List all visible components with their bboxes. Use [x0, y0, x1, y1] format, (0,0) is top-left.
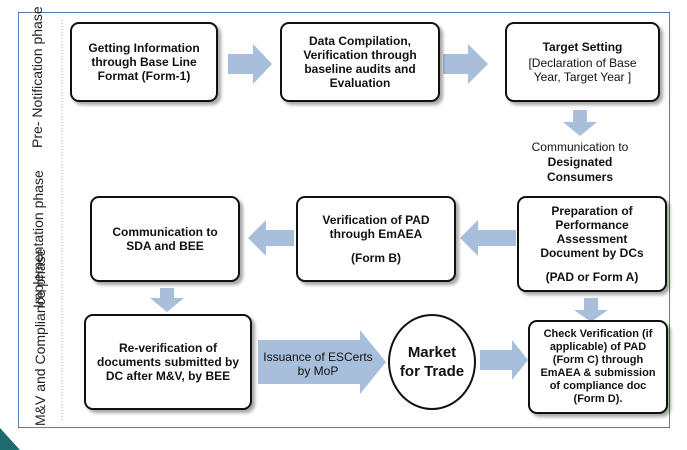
arrow-right-2: [443, 44, 488, 84]
box-target-setting-detail: [Declaration of Base Year, Target Year ]: [528, 56, 637, 84]
box-reverification: Re-verification of documents submitted b…: [84, 314, 252, 410]
arrow-right-3: [480, 340, 528, 380]
box-reverification-text: Re-verification of documents submitted b…: [96, 341, 239, 383]
arrow-down-3: [574, 298, 608, 322]
corner-teal-triangle: [0, 428, 20, 450]
arrow-right-1: [228, 44, 272, 84]
communication-line-1: Communication to: [531, 140, 629, 154]
box-verification-pad-title: Verification of PAD through EmAEA: [322, 213, 430, 241]
market-for-trade-ellipse: Market for Trade: [388, 314, 476, 410]
box-communication-sda-text: Communication to SDA and BEE: [112, 225, 218, 253]
arrow-left-2: [248, 220, 294, 256]
communication-line-3: Consumers: [546, 170, 614, 184]
arrow-down-2: [150, 288, 184, 312]
arrow-down-1: [563, 110, 597, 136]
box-preparation-pad-detail: (PAD or Form A): [545, 270, 639, 284]
box-target-setting: Target Setting [Declaration of Base Year…: [505, 22, 660, 102]
box-target-setting-title: Target Setting: [542, 40, 623, 54]
box-data-compilation: Data Compilation, Verification through b…: [280, 22, 440, 102]
box-preparation-pad-title: Preparation of Performance Assessment Do…: [540, 204, 644, 260]
arrow-issuance: [258, 330, 386, 394]
box-verification-pad: Verification of PAD through EmAEA (Form …: [296, 196, 456, 282]
issuance-escerts-label: Issuance of ESCerts by MoP: [263, 350, 373, 378]
box-communication-sda: Communication to SDA and BEE: [90, 196, 240, 282]
diagram-frame: [18, 12, 670, 428]
arrow-left-1: [460, 220, 516, 256]
box-data-compilation-text: Data Compilation, Verification through b…: [303, 34, 417, 90]
communication-designated-consumers: Communication to Designated Consumers: [510, 140, 650, 185]
communication-line-2: Designated: [547, 155, 613, 169]
box-check-verification-text: Check Verification (if applicable) of PA…: [540, 328, 656, 405]
box-getting-information-text: Getting Information through Base Line Fo…: [88, 41, 200, 83]
box-getting-information: Getting Information through Base Line Fo…: [70, 22, 218, 102]
box-check-verification: Check Verification (if applicable) of PA…: [528, 320, 668, 414]
box-preparation-pad: Preparation of Performance Assessment Do…: [517, 196, 667, 292]
box-verification-pad-detail: (Form B): [351, 251, 401, 265]
market-for-trade-text: Market for Trade: [399, 344, 465, 380]
